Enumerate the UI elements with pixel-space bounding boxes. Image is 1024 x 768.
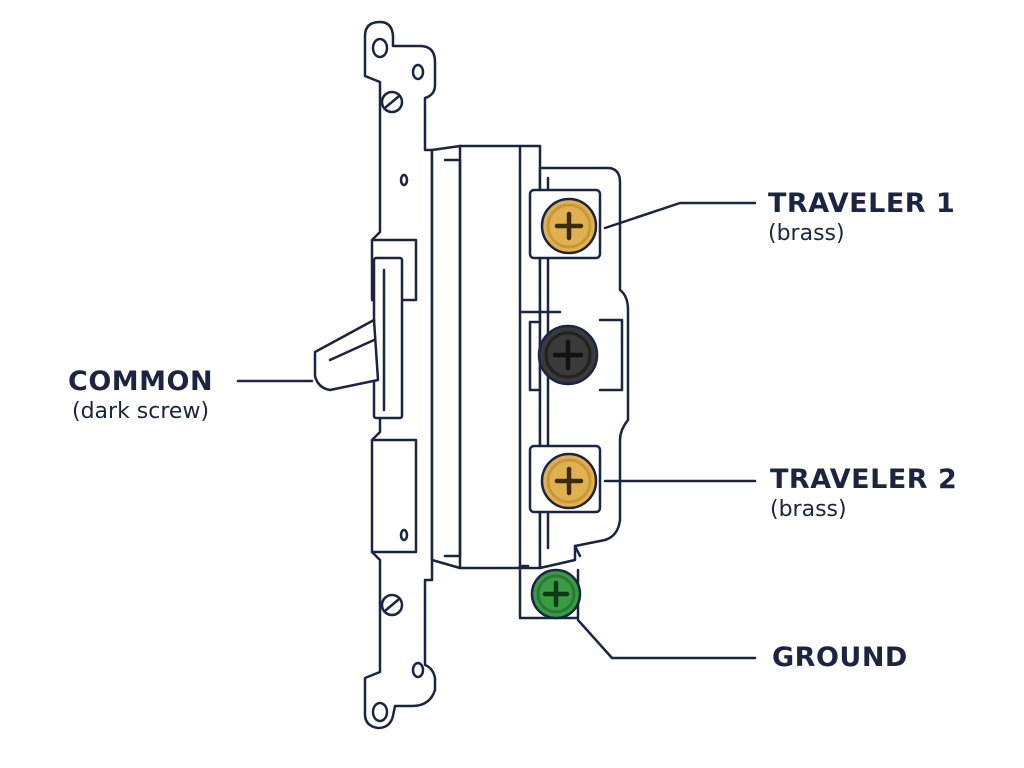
leader-ground <box>576 618 757 660</box>
toggle-lever <box>313 256 404 420</box>
label-traveler-1-title: TRAVELER 1 <box>768 188 956 219</box>
screw-common <box>528 320 599 392</box>
label-traveler-2-title: TRAVELER 2 <box>770 464 958 495</box>
label-ground-title: GROUND <box>772 642 908 673</box>
screw-traveler-1 <box>528 188 602 260</box>
strap-screw-bottom <box>380 593 404 617</box>
leader-traveler-1 <box>603 201 757 230</box>
label-common-title: COMMON <box>68 366 214 397</box>
leader-lines <box>236 201 757 660</box>
label-traveler-2: TRAVELER 2 (brass) <box>770 464 957 524</box>
label-traveler-1: TRAVELER 1 (brass) <box>768 188 955 248</box>
screw-traveler-2 <box>528 444 602 514</box>
label-ground: GROUND <box>772 642 908 674</box>
label-traveler-2-note: (brass) <box>770 497 847 522</box>
strap-screw-top <box>380 90 404 114</box>
screw-ground <box>518 564 582 620</box>
label-common-note: (dark screw) <box>72 399 210 424</box>
label-traveler-1-note: (brass) <box>768 221 845 246</box>
label-common: COMMON (dark screw) <box>68 366 213 426</box>
